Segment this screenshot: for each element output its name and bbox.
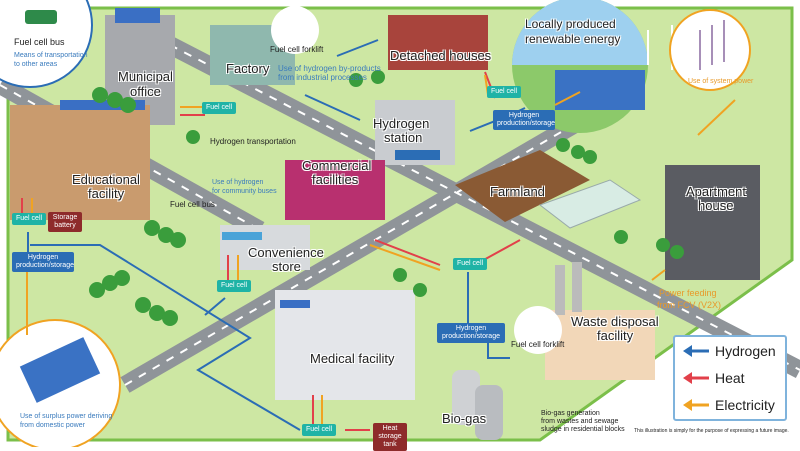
fcv-line1: Power feeding <box>659 288 717 298</box>
hydrogen-station-building <box>375 100 455 165</box>
fcv-line2: from FCV (V2X) <box>657 300 722 310</box>
educational-label-2: facility <box>88 186 125 201</box>
fuel-cell-badge-convenience: Fuel cell <box>217 280 252 292</box>
biogas-tanks <box>452 370 503 440</box>
fuel-cell-bus-road-label: Fuel cell bus <box>170 200 215 209</box>
hydrogen-ps-badge-biogas: Hydrogen production/storage <box>437 323 505 343</box>
commercial-label-1: Commercial <box>302 158 372 173</box>
waste-disposal-building <box>545 262 655 380</box>
byproducts-line1: Use of hydrogen by-products <box>278 64 381 73</box>
fuel-cell-bus-title: Fuel cell bus <box>14 37 65 47</box>
byproducts-line2: from industrial processes <box>278 73 367 82</box>
power-tower-icon <box>699 20 725 70</box>
legend: Hydrogen Heat Electricity <box>673 335 787 421</box>
disclaimer: This illustration is simply for the purp… <box>634 428 789 434</box>
forklift-top-label: Fuel cell forklift <box>270 45 324 54</box>
apartment-label-2: house <box>698 198 734 213</box>
detached-houses-label: Detached houses <box>390 48 492 63</box>
solar-panels <box>555 70 645 110</box>
commercial-label-2: facilities <box>312 172 359 187</box>
apartment-label-1: Apartment <box>686 184 746 199</box>
community-buses-line1: Use of hydrogen <box>212 179 264 186</box>
hydrogen-arrow-icon <box>683 344 709 357</box>
factory-label: Factory <box>226 61 270 76</box>
trees <box>89 70 684 326</box>
legend-heat-label: Heat <box>715 369 745 386</box>
educational-building <box>10 100 150 220</box>
surplus-power-label-1: Use of surplus power deriving <box>20 413 113 420</box>
bus-desc-line1: Means of transportation <box>14 52 88 59</box>
commercial-building <box>285 160 385 220</box>
educational-label-1: Educational <box>72 172 140 187</box>
hydrogen-ps-badge-left: Hydrogen production/storage <box>12 252 74 272</box>
forklift-bottom-label: Fuel cell forklift <box>511 340 565 349</box>
farmland-field <box>455 150 642 229</box>
system-power-label: Use of system power <box>688 78 754 85</box>
waste-disposal-label-2: facility <box>597 328 634 343</box>
electricity-arrow-icon <box>683 398 709 411</box>
renewable-energy-label-2: renewable energy <box>525 32 621 46</box>
community-buses-line2: for community buses <box>212 188 277 195</box>
forklift-top-bubble <box>271 6 319 54</box>
apartment-building <box>665 165 760 280</box>
heat-arrow-icon <box>683 371 709 384</box>
medical-facility-label: Medical facility <box>310 351 395 366</box>
fuel-cell-badge-municipal: Fuel cell <box>202 102 237 114</box>
fuel-cell-badge-detached: Fuel cell <box>487 86 522 98</box>
municipal-office-label-2: office <box>130 84 161 99</box>
bus-desc-line2: to other areas <box>14 61 58 68</box>
hydrogen-station-label-1: Hydrogen <box>373 116 430 131</box>
fuel-cell-bus-bubble <box>0 0 93 88</box>
legend-hydrogen: Hydrogen <box>675 337 785 364</box>
fuel-cell-badge-educational: Fuel cell <box>12 213 47 225</box>
hydrogen-transportation-label: Hydrogen transportation <box>210 137 296 146</box>
hydrogen-ps-badge-renewable: Hydrogen production/storage <box>493 110 555 130</box>
surplus-power-label-2: from domestic power <box>20 422 85 429</box>
detached-houses <box>388 15 488 70</box>
municipal-office-label-1: Municipal <box>118 69 173 84</box>
forklift-bottom-bubble <box>514 306 562 354</box>
biogas-generation-line3: sludge in residential blocks <box>541 426 625 433</box>
legend-hydrogen-label: Hydrogen <box>715 342 776 359</box>
biogas-generation-line2: from wastes and sewage <box>541 418 619 425</box>
storage-battery-badge: Storage battery <box>48 212 82 232</box>
waste-disposal-label-1: Waste disposal <box>571 314 659 329</box>
system-power-bubble <box>669 9 751 91</box>
heat-storage-tank-badge: Heat storage tank <box>373 423 407 451</box>
convenience-store-building <box>220 225 310 270</box>
legend-heat: Heat <box>675 364 785 391</box>
hydrogen-station-label-2: station <box>384 130 423 145</box>
solar-panel-icon <box>19 337 101 403</box>
renewable-energy-label-1: Locally produced <box>525 17 616 31</box>
legend-electricity-label: Electricity <box>715 396 775 413</box>
biogas-label: Bio-gas <box>442 411 487 426</box>
convenience-label-2: store <box>272 259 301 274</box>
biogas-generation-line1: Bio-gas generation <box>541 410 600 417</box>
fuel-cell-badge-medical: Fuel cell <box>302 424 337 436</box>
medical-building <box>275 290 415 400</box>
bus-icon <box>25 10 57 24</box>
convenience-label-1: Convenience <box>248 245 324 260</box>
fuel-cell-badge-center: Fuel cell <box>453 258 488 270</box>
farmland-label: Farmland <box>490 184 545 199</box>
legend-electricity: Electricity <box>675 391 785 418</box>
electricity-flows <box>26 74 736 425</box>
